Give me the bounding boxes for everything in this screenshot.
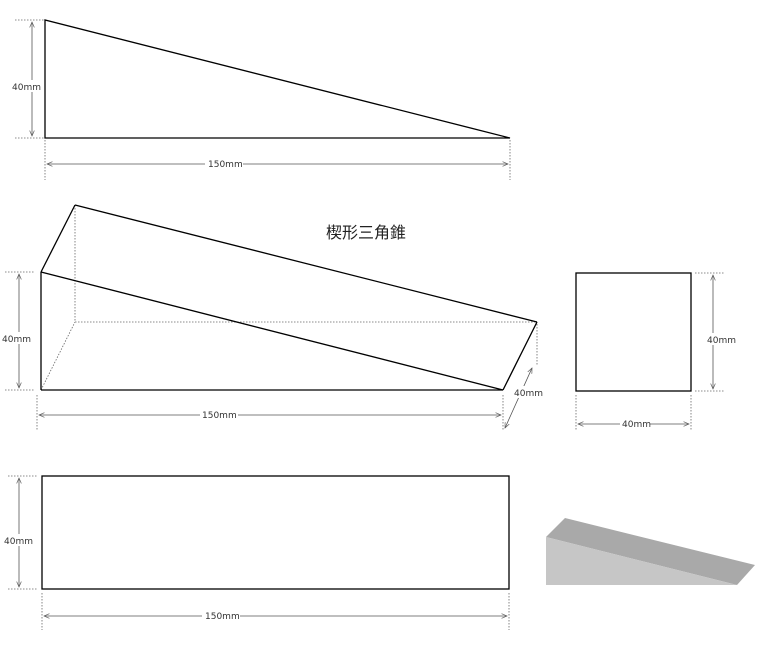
drawing-title: 楔形三角錐 <box>326 223 406 242</box>
shaded-wedge-preview <box>546 518 755 585</box>
iso-length-label: 150mm <box>202 411 237 421</box>
side-view: 40mm 150mm <box>10 19 511 180</box>
side-length-label: 150mm <box>208 160 243 170</box>
top-rectangle <box>41 475 510 590</box>
end-width-label: 40mm <box>622 420 651 430</box>
iso-view: 40mm 150mm 40mm <box>0 204 543 430</box>
wedge-top-face <box>546 518 755 585</box>
side-triangle <box>44 19 511 139</box>
side-height-label: 40mm <box>12 83 41 93</box>
end-square <box>575 272 692 392</box>
end-height-label: 40mm <box>707 336 736 346</box>
top-height-label: 40mm <box>4 537 33 547</box>
wedge-front-face <box>546 537 737 585</box>
iso-depth-label: 40mm <box>514 389 543 399</box>
top-view: 40mm 150mm <box>2 475 510 630</box>
iso-height-label: 40mm <box>2 335 31 345</box>
top-length-label: 150mm <box>205 612 240 622</box>
end-view: 40mm 40mm <box>575 272 736 430</box>
